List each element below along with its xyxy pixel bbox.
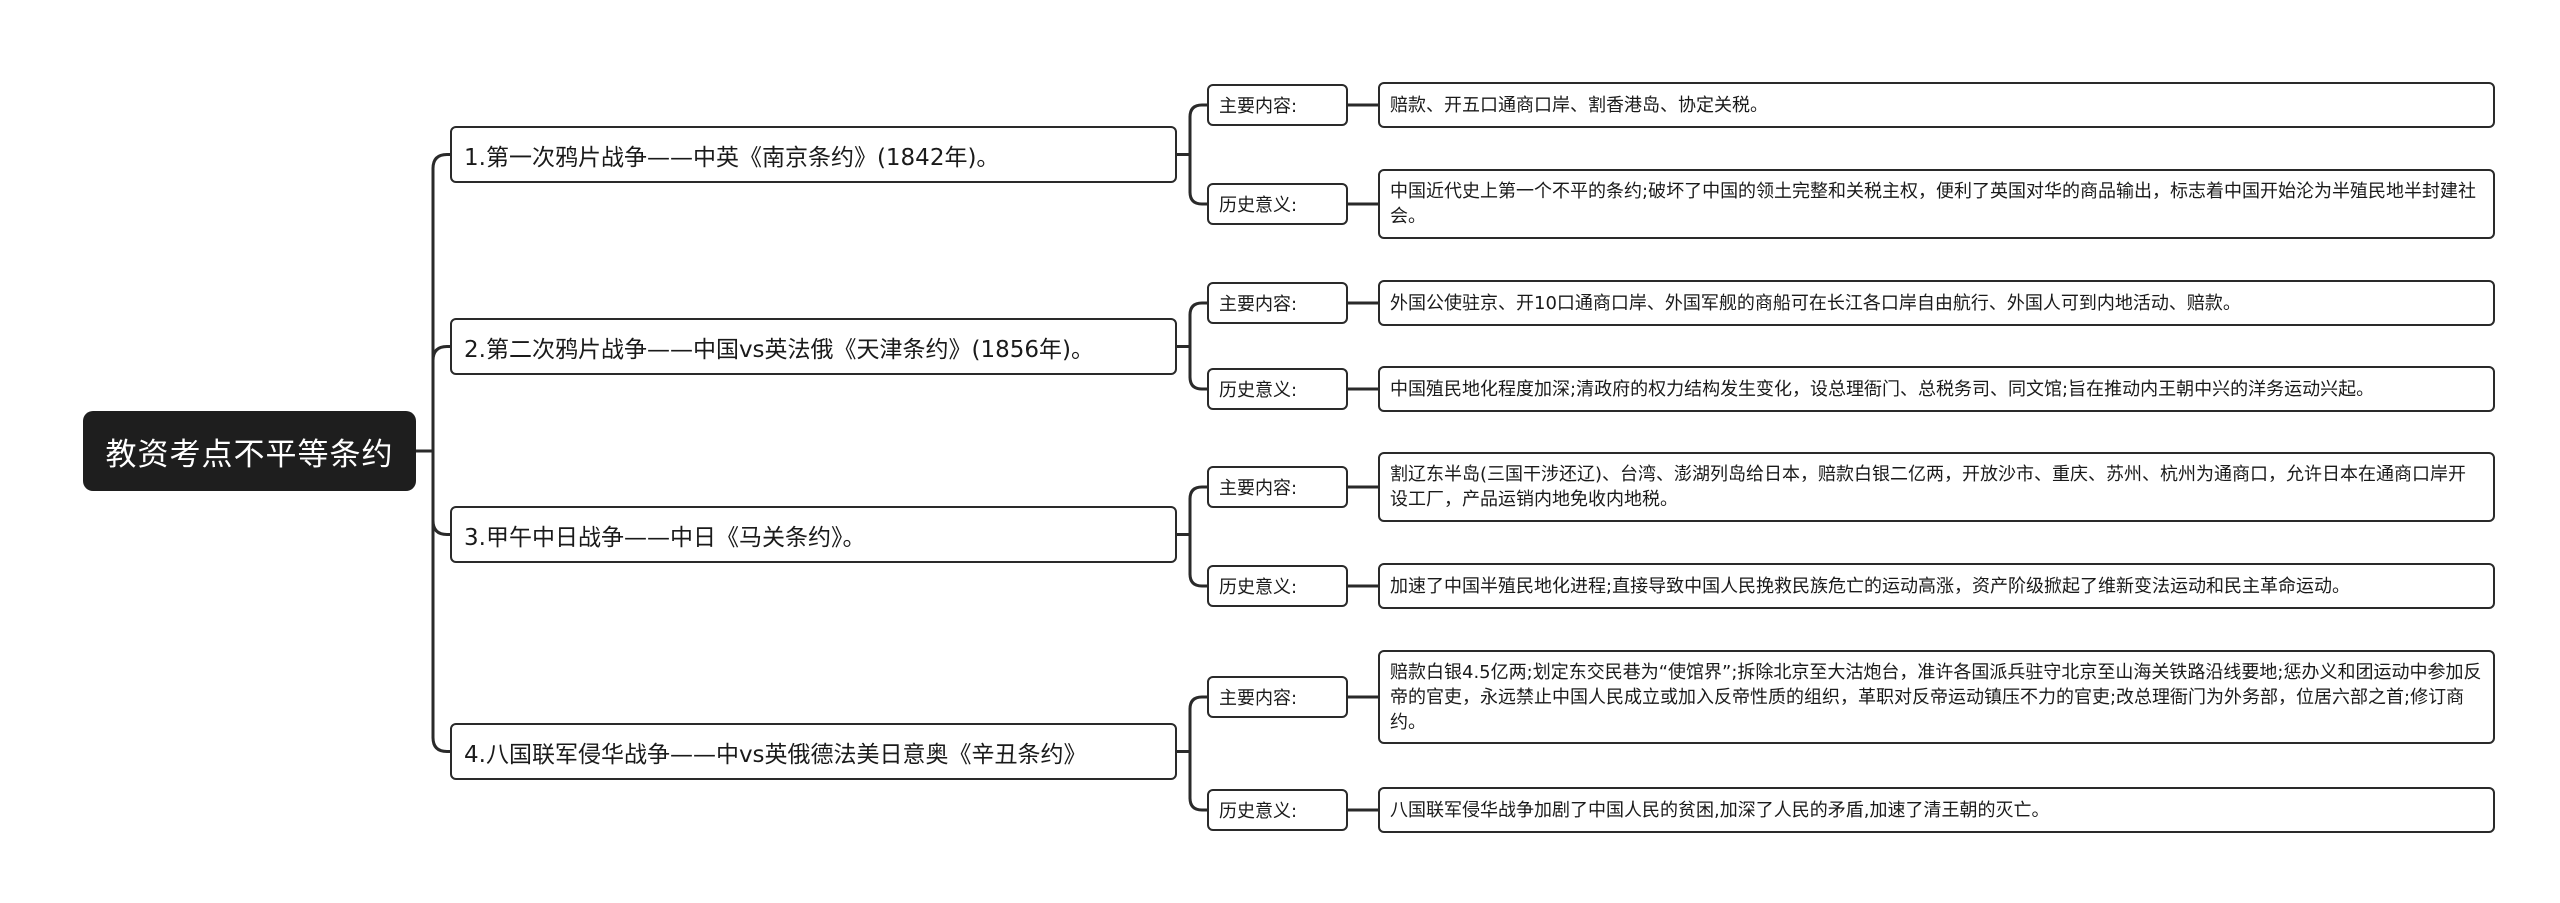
topic-3-link-branch-1 (1188, 485, 1209, 501)
label-text: 主要内容: (1219, 294, 1298, 315)
topic-1-link-branch-1 (1188, 103, 1209, 119)
branch-3-topic[interactable]: 3.甲午中日战争——中日《马关条约》。 (450, 506, 1177, 563)
branch-4-significance[interactable]: 八国联军侵华战争加剧了中国人民的贫困,加深了人民的矛盾,加速了清王朝的灭亡。 (1378, 787, 2495, 833)
label-text: 历史意义: (1219, 801, 1298, 822)
branch-2-topic[interactable]: 2.第二次鸦片战争——中国vs英法俄《天津条约》(1856年)。 (450, 318, 1177, 375)
root-link-branch-4 (431, 736, 452, 753)
root-link-branch-1 (431, 153, 452, 170)
branch-4-topic[interactable]: 4.八国联军侵华战争——中vs英俄德法美日意奥《辛丑条约》 (450, 723, 1177, 780)
branch-2-significance-label[interactable]: 历史意义: (1207, 368, 1348, 410)
branch-1-content[interactable]: 赔款、开五口通商口岸、割香港岛、协定关税。 (1378, 82, 2495, 128)
detail-text: 中国近代史上第一个不平的条约;破坏了中国的领土完整和关税主权，便利了英国对华的商… (1390, 181, 2477, 227)
root-link-branch-3 (431, 519, 452, 536)
detail-text: 加速了中国半殖民地化进程;直接导致中国人民挽救民族危亡的运动高涨，资产阶级掀起了… (1390, 575, 2351, 597)
branch-1-significance-label[interactable]: 历史意义: (1207, 183, 1348, 225)
branch-title: 3.甲午中日战争——中日《马关条约》。 (464, 524, 866, 551)
detail-text: 中国殖民地化程度加深;清政府的权力结构发生变化，设总理衙门、总税务司、同文馆;旨… (1390, 378, 2375, 400)
label-text: 主要内容: (1219, 96, 1298, 117)
label-text: 历史意义: (1219, 577, 1298, 598)
branch-4-content[interactable]: 赔款白银4.5亿两;划定东交民巷为“使馆界”;拆除北京至大沽炮台，准许各国派兵驻… (1378, 650, 2495, 744)
branch-4-significance-label[interactable]: 历史意义: (1207, 789, 1348, 831)
topic-3-link-branch-2 (1188, 572, 1209, 588)
label-text: 主要内容: (1219, 688, 1298, 709)
branch-3-significance[interactable]: 加速了中国半殖民地化进程;直接导致中国人民挽救民族危亡的运动高涨，资产阶级掀起了… (1378, 563, 2495, 609)
label-text: 主要内容: (1219, 478, 1298, 499)
branch-3-content[interactable]: 割辽东半岛(三国干涉还辽)、台湾、澎湖列岛给日本，赔款白银二亿两，开放沙市、重庆… (1378, 452, 2495, 522)
root-node[interactable]: 教资考点不平等条约 (83, 411, 416, 491)
branch-2-significance[interactable]: 中国殖民地化程度加深;清政府的权力结构发生变化，设总理衙门、总税务司、同文馆;旨… (1378, 366, 2495, 412)
branch-title: 1.第一次鸦片战争——中英《南京条约》(1842年)。 (464, 144, 1000, 171)
detail-text: 赔款白银4.5亿两;划定东交民巷为“使馆界”;拆除北京至大沽炮台，准许各国派兵驻… (1390, 661, 2482, 733)
detail-text: 外国公使驻京、开10口通商口岸、外国军舰的商船可在长江各口岸自由航行、外国人可到… (1390, 292, 2241, 314)
branch-4-content-label[interactable]: 主要内容: (1207, 676, 1348, 718)
label-text: 历史意义: (1219, 195, 1298, 216)
detail-text: 八国联军侵华战争加剧了中国人民的贫困,加深了人民的矛盾,加速了清王朝的灭亡。 (1390, 799, 2050, 821)
branch-1-topic[interactable]: 1.第一次鸦片战争——中英《南京条约》(1842年)。 (450, 126, 1177, 183)
branch-2-content-label[interactable]: 主要内容: (1207, 282, 1348, 324)
detail-text: 割辽东半岛(三国干涉还辽)、台湾、澎湖列岛给日本，赔款白银二亿两，开放沙市、重庆… (1390, 464, 2467, 510)
branch-2-content[interactable]: 外国公使驻京、开10口通商口岸、外国军舰的商船可在长江各口岸自由航行、外国人可到… (1378, 280, 2495, 326)
branch-title: 4.八国联军侵华战争——中vs英俄德法美日意奥《辛丑条约》 (464, 741, 1087, 768)
root-link-branch-2 (431, 345, 452, 362)
branch-1-significance[interactable]: 中国近代史上第一个不平的条约;破坏了中国的领土完整和关税主权，便利了英国对华的商… (1378, 169, 2495, 239)
root-title: 教资考点不平等条约 (105, 436, 394, 473)
topic-2-link-branch-1 (1188, 301, 1209, 317)
branch-3-content-label[interactable]: 主要内容: (1207, 466, 1348, 508)
topic-4-link-branch-2 (1188, 796, 1209, 812)
branch-3-significance-label[interactable]: 历史意义: (1207, 565, 1348, 607)
branch-1-content-label[interactable]: 主要内容: (1207, 84, 1348, 126)
topic-4-link-branch-1 (1188, 695, 1209, 711)
topic-1-link-branch-2 (1188, 190, 1209, 206)
detail-text: 赔款、开五口通商口岸、割香港岛、协定关税。 (1390, 94, 1768, 116)
branch-title: 2.第二次鸦片战争——中国vs英法俄《天津条约》(1856年)。 (464, 336, 1095, 363)
label-text: 历史意义: (1219, 380, 1298, 401)
topic-2-link-branch-2 (1188, 375, 1209, 391)
